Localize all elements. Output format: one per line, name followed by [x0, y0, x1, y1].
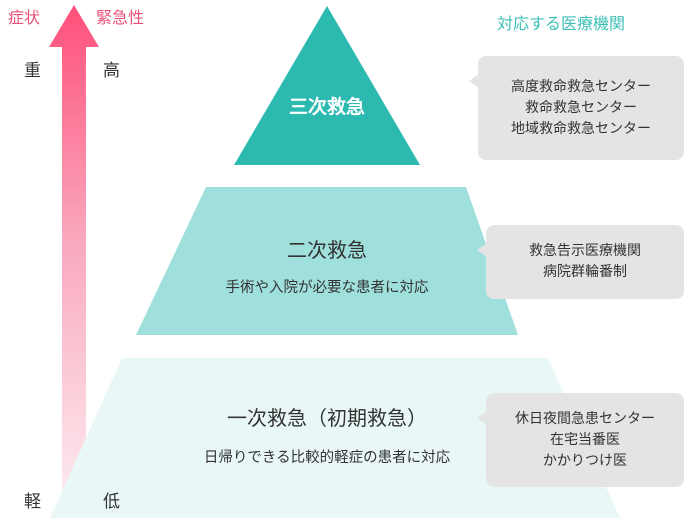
tier-primary-title: 一次救急（初期救急）: [227, 406, 427, 430]
tier-secondary-shape: [136, 187, 518, 335]
symptom-header: 症状: [8, 8, 41, 27]
severity-high-left: 重: [24, 61, 41, 81]
facility-item: 地域救命救急センター: [511, 120, 651, 137]
facility-item: 救命救急センター: [525, 99, 637, 116]
urgency-high-right: 高: [103, 61, 120, 81]
tier-tertiary-shape: [234, 6, 420, 165]
facility-item: 救急告示医療機関: [529, 243, 641, 259]
tier-tertiary-title: 三次救急: [288, 96, 365, 118]
facility-item: 在宅当番医: [550, 431, 620, 448]
tier-secondary-facilities: 救急告示医療機関 病院群輪番制: [477, 225, 684, 299]
tier-secondary-title: 二次救急: [287, 238, 367, 262]
severity-arrow: [49, 5, 99, 518]
tier-primary-shape: [50, 358, 620, 518]
tier-primary-facilities: 休日夜間急患センター 在宅当番医 かかりつけ医: [477, 393, 684, 487]
tier-secondary-description: 手術や入院が必要な患者に対応: [225, 280, 429, 296]
urgency-header: 緊急性: [96, 8, 145, 27]
severity-low-left: 軽: [24, 492, 41, 512]
tier-tertiary-facilities: 高度救命救急センター 救命救急センター 地域救命救急センター: [469, 56, 684, 160]
facility-item: 休日夜間急患センター: [515, 410, 655, 427]
facility-item: 病院群輪番制: [543, 264, 627, 280]
facility-item: 高度救命救急センター: [511, 78, 651, 95]
tier-primary-description: 日帰りできる比較的軽症の患者に対応: [203, 450, 451, 466]
facilities-header: 対応する医療機関: [497, 14, 626, 33]
facility-item: かかりつけ医: [542, 452, 628, 469]
urgency-low-right: 低: [103, 492, 120, 512]
